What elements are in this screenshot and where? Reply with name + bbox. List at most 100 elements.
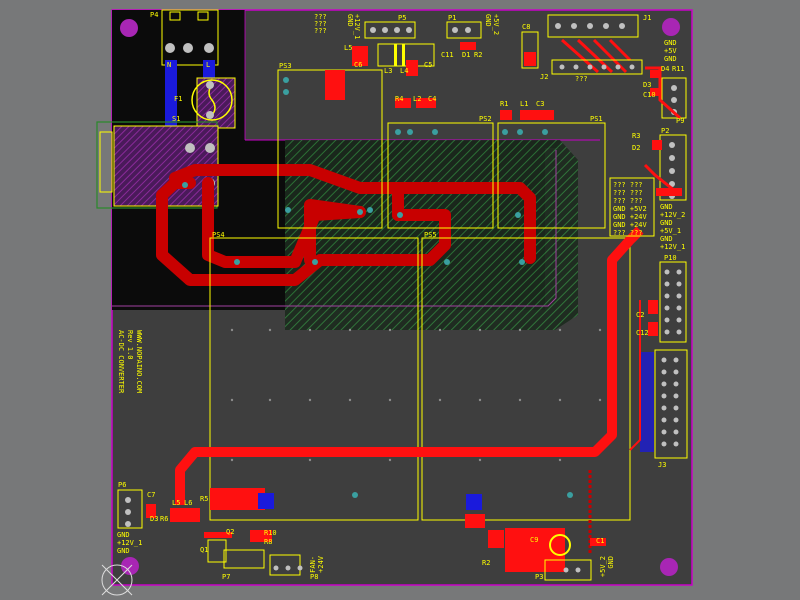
label-n: N [167, 61, 172, 69]
label-c5: C5 [424, 61, 433, 69]
label-d2: D2 [632, 144, 641, 152]
label-p7: P7 [222, 573, 231, 581]
top-copper-ac-traces [156, 164, 536, 286]
net-p5-q3: ??? [314, 27, 327, 35]
label-c12: C12 [636, 329, 649, 337]
label-ps3: PS3 [279, 62, 292, 70]
net-p6-12v1: +12V_1 [117, 539, 143, 547]
net-p3-gnd: GND [607, 556, 615, 569]
label-ps2: PS2 [479, 115, 492, 123]
net-p2-12v1: +12V_1 [660, 243, 686, 251]
label-r2b: R2 [482, 559, 491, 567]
label-r2: R2 [474, 51, 483, 59]
power-label-box [609, 177, 655, 237]
p10-connector [659, 261, 687, 343]
label-r3: R3 [632, 132, 641, 140]
j2-header [551, 59, 643, 75]
j3-connector [654, 349, 688, 459]
p6-connector [117, 489, 143, 529]
label-p6: P6 [118, 481, 127, 489]
net-p6-gnd2: GND [117, 547, 130, 555]
label-r5: R5 [200, 495, 209, 503]
net-j1-gnd: GND [664, 39, 677, 47]
label-l5: L5 [344, 44, 353, 52]
label-ps1: PS1 [590, 115, 603, 123]
label-c6: C6 [354, 61, 363, 69]
power-label-block: ??? ??? ??? ??? ??? ??? GND +5V2 GND +24… [613, 181, 647, 237]
label-l1: L1 [520, 100, 529, 108]
label-ps5: PS5 [424, 231, 437, 239]
label-l4: L4 [400, 67, 409, 75]
ps4-outline [209, 237, 419, 521]
label-p9: P9 [676, 117, 685, 125]
label-c2: C2 [636, 311, 645, 319]
net-p6-gnd: GND [117, 531, 130, 539]
label-r8: R8 [264, 538, 273, 546]
net-p2-12v2: +12V_2 [660, 211, 686, 219]
label-r6: R6 [160, 515, 169, 523]
net-j2-row: ??? [575, 75, 588, 83]
label-q1: Q1 [200, 546, 209, 554]
p3-connector [544, 559, 592, 581]
label-p3: P3 [535, 573, 544, 581]
net-p2-gnd: GND [660, 203, 673, 211]
label-c9: C9 [530, 536, 539, 544]
board-url-silkscreen: WWW.NOPAINO.COM [135, 330, 143, 394]
label-d4: D4 [661, 65, 670, 73]
board-title-silkscreen: AC-DC CONVERTER [117, 330, 125, 394]
label-r1: R1 [500, 100, 509, 108]
label-p4: P4 [150, 11, 159, 19]
label-s1: S1 [172, 115, 181, 123]
net-p5-q1: ??? [314, 13, 327, 21]
label-c1: C1 [596, 537, 605, 545]
label-d1: D1 [462, 51, 471, 59]
label-c3: C3 [536, 100, 545, 108]
label-c8: C8 [522, 23, 531, 31]
net-p1-gnd: GND [484, 14, 492, 27]
net-j1-5v: +5V [664, 47, 677, 55]
label-c11: C11 [441, 51, 454, 59]
label-j3: J3 [658, 461, 667, 469]
label-p5: P5 [398, 14, 407, 22]
board-revision-silkscreen: Rev 1.0 [126, 330, 134, 360]
label-c7: C7 [147, 491, 156, 499]
p2-connector [659, 134, 687, 201]
net-p5-q2: ??? [314, 20, 327, 28]
net-p5-12v1: +12V_1 [353, 14, 361, 40]
net-p3-5v2: +5V_2 [599, 556, 607, 578]
label-r11: R11 [672, 65, 685, 73]
label-l3: L3 [384, 67, 393, 75]
top-copper-output-trace [175, 226, 644, 505]
label-j1: J1 [643, 14, 652, 22]
net-p5-gnd: GND [346, 14, 354, 27]
net-j1-gnd2: GND [664, 55, 677, 63]
label-ps4: PS4 [212, 231, 225, 239]
label-d3: D3 [643, 81, 652, 89]
ps5-outline [421, 237, 631, 521]
label-r4: R4 [395, 95, 404, 103]
label-d3b: D3 [150, 515, 159, 523]
p9-connector [661, 77, 687, 119]
label-r10: R10 [264, 529, 277, 537]
label-l6: L6 [184, 499, 193, 507]
ps2-outline [387, 122, 494, 229]
label-l5b: L5 [172, 499, 181, 507]
net-p2-gnd2: GND [660, 219, 673, 227]
label-f1: F1 [174, 95, 183, 103]
label-l: L [206, 61, 211, 69]
origin-marker-icon [101, 564, 133, 596]
label-j2: J2 [540, 73, 549, 81]
net-p2-gnd3: GND [660, 235, 673, 243]
p4-connector [161, 9, 219, 66]
ps1-outline [497, 122, 606, 229]
label-l2: L2 [413, 95, 422, 103]
label-p10: P10 [664, 254, 677, 262]
label-q2: Q2 [226, 528, 235, 536]
label-p8: P8 [310, 573, 319, 581]
net-p8-fan: FAN- [309, 556, 317, 573]
label-c4: C4 [428, 95, 437, 103]
label-p2: P2 [661, 127, 670, 135]
net-p8-24v: +24V [317, 556, 325, 573]
